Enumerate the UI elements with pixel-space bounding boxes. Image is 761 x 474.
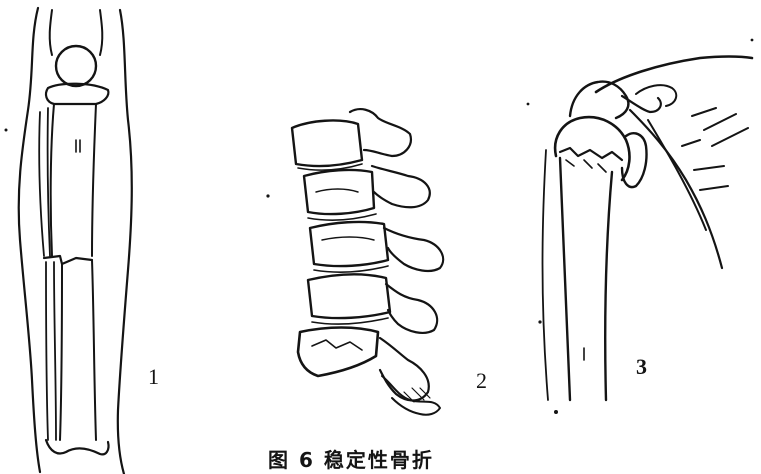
- leg-outline-right: [118, 10, 132, 474]
- acromion-detail: [636, 85, 676, 106]
- fibula-upper-left: [39, 112, 44, 256]
- humeral-fracture-fragments: [566, 160, 606, 172]
- vertebra-5-body-compressed: [298, 328, 378, 377]
- vertebra-5-fracture-lines: [312, 340, 362, 350]
- figure-caption: 图 6 稳定性骨折: [268, 444, 434, 473]
- acromion: [570, 82, 628, 118]
- panel-label-1: 1: [148, 366, 159, 388]
- fibula-upper-right: [48, 108, 50, 256]
- fibula-lower-right: [54, 262, 56, 440]
- scapula-border: [648, 120, 706, 230]
- femur-right-edge: [100, 10, 102, 55]
- stray-mark-1: [5, 129, 8, 132]
- scapula-hatching: [682, 108, 748, 190]
- humerus-left-edge: [560, 158, 570, 400]
- vertebra-3-body: [310, 222, 388, 266]
- vertebra-2-body: [304, 170, 374, 214]
- humeral-fracture-line: [560, 148, 622, 160]
- leg-outline-left: [19, 8, 40, 472]
- stray-mark-4: [554, 410, 558, 414]
- fibula-lower-left: [46, 262, 48, 440]
- panel-label-3: 3: [636, 356, 647, 378]
- humerus-right-edge: [605, 172, 612, 400]
- vertebra-2-detail: [316, 189, 358, 192]
- disc-2: [308, 214, 376, 220]
- femur-left-edge: [50, 10, 52, 55]
- arm-outline: [543, 150, 549, 400]
- stray-mark-3: [538, 320, 541, 323]
- patella: [56, 46, 96, 86]
- vertebra-2-process: [372, 166, 430, 207]
- vertebra-3-process: [384, 228, 443, 271]
- vertebra-4-body: [308, 274, 390, 318]
- tibia-marks: [76, 140, 80, 152]
- vertebra-5-process: [380, 338, 429, 401]
- ankle-end: [46, 440, 109, 454]
- vertebra-1-body: [292, 121, 362, 167]
- stray-mark-6: [751, 39, 754, 42]
- leg-illustration: [5, 8, 132, 474]
- tibia-upper-left: [51, 104, 54, 256]
- stray-mark-5: [527, 103, 530, 106]
- vertebra-3-detail: [322, 237, 374, 240]
- sacrum-fragment: [382, 376, 440, 415]
- tibia-lower-left: [60, 264, 62, 440]
- tibia-fracture-line: [44, 256, 92, 264]
- panel-label-2: 2: [476, 370, 487, 392]
- stray-mark-2: [266, 194, 269, 197]
- spine-illustration: [266, 109, 443, 415]
- tibia-upper-right: [92, 104, 96, 256]
- tibia-lower-right: [92, 260, 96, 440]
- vertebra-4-process: [386, 284, 437, 333]
